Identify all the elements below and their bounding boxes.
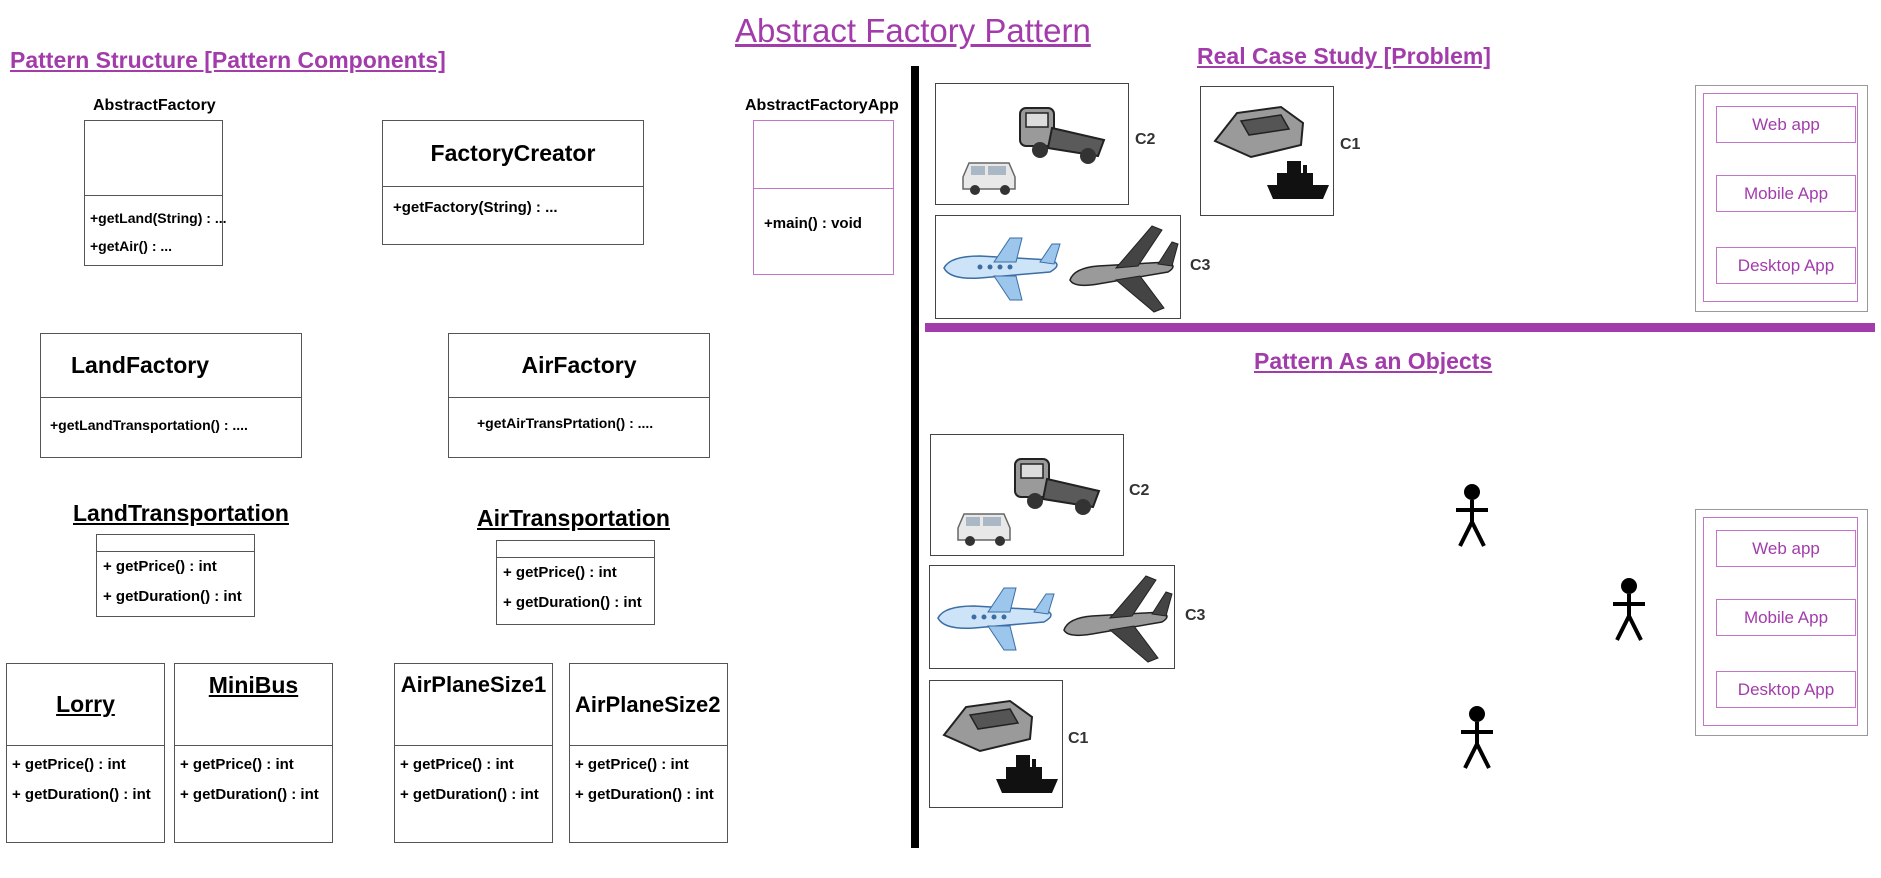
jet-icon [1063,575,1173,663]
c2-label: C2 [1135,131,1156,148]
lorry-class: Lorry + getPrice() : int + getDuration()… [6,663,165,843]
van-icon [957,513,1011,546]
web-app-box: Web app [1716,530,1856,567]
land-transportation-class: + getPrice() : int + getDuration() : int [96,534,255,617]
land-factory-class: LandFactory +getLandTransportation() : .… [40,333,302,458]
c3-label: C3 [1190,257,1211,274]
ship-icon [1267,161,1329,199]
water-vehicles-image [929,680,1063,808]
c2-label: C2 [1129,482,1150,499]
operation: + getDuration() : int [400,786,539,803]
van-icon [962,162,1016,195]
airplane-size2-name: AirPlaneSize2 [570,664,727,746]
desktop-app-box: Desktop App [1716,671,1856,708]
person-icon [1455,704,1499,770]
person-icon [1450,482,1494,548]
truck-icon [1014,458,1101,515]
jet-icon [1069,225,1179,313]
boat-icon [1213,105,1305,159]
operation: + getPrice() : int [503,564,617,581]
operation: + getDuration() : int [103,588,242,605]
desktop-app-box: Desktop App [1716,247,1856,284]
land-factory-name: LandFactory [41,334,301,398]
abstract-factory-app-name: AbstractFactoryApp [745,97,899,114]
operation: + getPrice() : int [575,756,689,773]
land-vehicles-image [935,83,1129,205]
airplane-icon [937,587,1055,651]
operation: + getDuration() : int [503,594,642,611]
operation: +getAirTransPrtation() : .... [477,415,654,431]
air-transportation-name: AirTransportation [477,505,670,531]
air-vehicles-image [929,565,1175,669]
airplane-size1-name: AirPlaneSize1 [395,664,552,746]
operation: +getFactory(String) : ... [393,199,558,216]
factory-creator-name: FactoryCreator [383,121,643,187]
operation: +getLand(String) : ... [90,210,227,226]
lorry-name: Lorry [7,664,164,746]
diagram-title: Abstract Factory Pattern [735,12,1091,49]
operation: + getDuration() : int [575,786,714,803]
apps-panel-top: Web app Mobile App Desktop App [1695,85,1868,312]
boat-icon [942,699,1034,753]
air-factory-class: AirFactory +getAirTransPrtation() : .... [448,333,710,458]
operation: + getDuration() : int [12,786,151,803]
water-vehicles-image [1200,86,1334,216]
airplane-icon [943,237,1061,301]
land-transportation-name: LandTransportation [73,500,289,526]
web-app-box: Web app [1716,106,1856,143]
operation: +getAir() : ... [90,238,173,254]
airplane-size1-class: AirPlaneSize1 + getPrice() : int + getDu… [394,663,553,843]
land-vehicles-image [930,434,1124,556]
mobile-app-box: Mobile App [1716,175,1856,212]
section-title-structure: Pattern Structure [Pattern Components] [10,47,446,73]
apps-panel-bottom: Web app Mobile App Desktop App [1695,509,1868,736]
abstract-factory-class: +getLand(String) : ... +getAir() : ... [84,120,227,266]
airplane-size2-class: AirPlaneSize2 + getPrice() : int + getDu… [569,663,728,843]
air-factory-name: AirFactory [449,334,709,398]
section-title-case-study: Real Case Study [Problem] [1197,43,1491,69]
c1-label: C1 [1340,136,1361,153]
operation: +main() : void [764,215,862,232]
operation: +getLandTransportation() : .... [50,417,248,433]
factory-creator-class: FactoryCreator +getFactory(String) : ... [382,120,644,245]
abstract-factory-app-class: +main() : void [753,120,894,275]
person-icon [1607,576,1651,642]
c1-label: C1 [1068,730,1089,747]
air-vehicles-image [935,215,1181,319]
section-title-objects: Pattern As an Objects [1254,348,1493,374]
horizontal-divider [925,323,1875,332]
operation: + getPrice() : int [180,756,294,773]
vertical-divider [911,66,919,848]
operation: + getDuration() : int [180,786,319,803]
c3-label: C3 [1185,607,1206,624]
mobile-app-box: Mobile App [1716,599,1856,636]
truck-icon [1019,107,1106,164]
abstract-factory-name: AbstractFactory [93,97,216,114]
minibus-name: MiniBus [175,664,332,746]
operation: + getPrice() : int [400,756,514,773]
minibus-class: MiniBus + getPrice() : int + getDuration… [174,663,333,843]
air-transportation-class: + getPrice() : int + getDuration() : int [496,540,655,625]
operation: + getPrice() : int [103,558,217,575]
operation: + getPrice() : int [12,756,126,773]
ship-icon [996,755,1058,793]
